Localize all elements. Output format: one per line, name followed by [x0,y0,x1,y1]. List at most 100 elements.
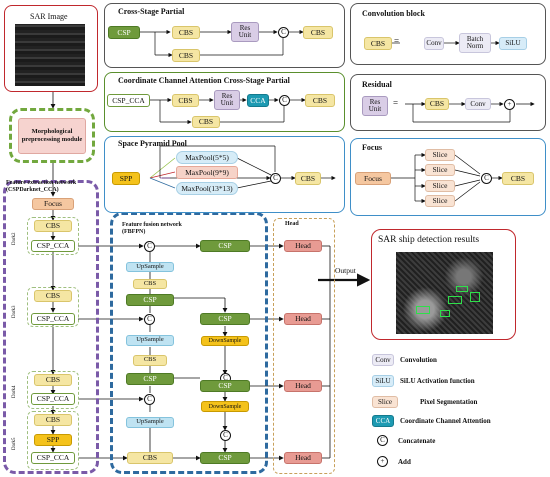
backbone-focus: Focus [32,198,74,210]
residual-cbs: CBS [425,98,449,110]
neck-concat-5: C [220,430,231,441]
spp-panel [104,136,345,213]
detection-box [470,292,480,302]
detection-box [456,286,468,292]
cca-panel [104,72,345,132]
legend-tag-silu: SiLU [372,375,394,387]
bn-line2: Norm [466,42,484,50]
legend-text-slice: Pixel Segmentation [420,398,478,406]
csp-panel [104,3,345,68]
conv-block-title: Convolution block [362,9,425,18]
residual-res-line2: Unit [368,105,382,113]
legend-text-cca: Coordinate Channel Attention [400,417,491,425]
residual-res-line1: Res [369,98,381,106]
morph-line2: preprocessing module [21,136,83,143]
conv-block-conv: Conv [424,37,444,50]
residual-title: Residual [362,80,392,89]
head-4: Head [284,452,322,464]
morph-frame [9,108,95,163]
neck-cbs-2: CBS [133,355,167,366]
cca-res-line1: Res [221,92,233,100]
neck-csp-1: CSP [126,294,174,306]
cca-panel-title: Coordinate Channel Attention Cross-Stage… [118,76,290,85]
cca-panel-cca: CCA [247,94,269,107]
focus-panel-focus: Focus [355,172,391,185]
spp-panel-cbs: CBS [295,172,321,185]
spp-panel-title: Space Pyramid Pool [118,139,187,148]
spp-panel-concat: C [270,173,281,184]
focus-panel-cbs: CBS [502,172,534,185]
residual-conv: Conv [465,98,491,110]
head-1: Head [284,240,322,252]
cca-panel-cbs-out: CBS [305,94,335,107]
legend-text-add: Add [398,458,411,466]
legend-concat-symbol: C [377,435,388,446]
spp-panel-maxpool-13: MaxPool(13*13) [176,182,238,195]
result-panel [371,229,516,340]
focus-panel-slice-4: Slice [425,195,455,207]
conv-block-eq: = [394,36,400,46]
neck-downsample-1: DownSample [201,336,249,346]
csp-res-line1: Res [239,24,251,32]
dark2-cbs: CBS [34,220,72,232]
morph-module: Morphological preprocessing module [18,118,86,154]
sar-input-image [15,24,85,86]
legend-tag-conv: Conv [372,354,394,366]
sar-input-title: SAR Image [30,12,68,21]
legend-tag-cca: CCA [372,415,394,427]
focus-panel-title: Focus [362,143,382,152]
label-dark3: Dark3 [12,305,17,319]
neck-cbs-1: CBS [133,279,167,289]
legend-add-symbol: + [377,456,388,467]
neck-title-line2: (FBFPN) [122,229,146,235]
spp-panel-maxpool-9: MaxPool(9*9) [176,166,238,179]
conv-block-panel [350,3,546,65]
head-title: Head [285,221,299,227]
backbone-frame [3,180,99,474]
dark3-cbs: CBS [34,290,72,302]
stage-dark4 [27,371,79,409]
neck-csp-bottom: CSP [200,452,250,464]
detection-box [448,296,462,304]
neck-concat-4: C [144,394,155,405]
neck-upsample-1: UpSample [126,262,174,272]
neck-upsample-2: UpSample [126,335,174,346]
label-dark2: Dark2 [12,232,17,246]
neck-csp-low: CSP [200,380,250,392]
conv-block-bn: Batch Norm [459,33,491,53]
csp-res-line2: Unit [238,31,252,39]
backbone-title-line1: Feature extraction network [6,180,77,186]
detection-box [416,306,430,314]
csp-panel-cbs-2: CBS [172,49,200,62]
cca-panel-concat: C [279,95,290,106]
neck-concat-2: C [144,314,155,325]
neck-csp-mid: CSP [200,313,250,325]
output-label: Output [335,266,356,275]
focus-panel-concat: C [481,173,492,184]
cca-res-line2: Unit [220,99,234,107]
legend-text-conv: Convolution [400,356,437,364]
legend-tag-slice: Slice [372,396,398,408]
dark5-spp: SPP [34,434,72,446]
conv-block-cbs: CBS [364,37,392,50]
csp-panel-cbs-1: CBS [172,26,200,39]
spp-panel-maxpool-5: MaxPool(5*5) [176,151,238,164]
spp-panel-spp: SPP [112,172,140,185]
dark2-csp-cca: CSP_CCA [31,240,75,252]
neck-csp-2: CSP [126,373,174,385]
csp-panel-csp: CSP [108,26,140,39]
neck-csp-top: CSP [200,240,250,252]
residual-eq: = [393,98,399,108]
neck-downsample-2: DownSample [201,401,249,412]
sar-input-panel [4,5,98,92]
conv-block-silu: SiLU [499,37,527,50]
csp-panel-cbs-out: CBS [303,26,333,39]
stage-dark2 [27,217,79,255]
stage-dark5 [27,411,79,470]
head-2: Head [284,313,322,325]
cca-panel-cbs-2: CBS [192,116,220,128]
residual-panel [350,74,546,131]
csp-panel-title: Cross-Stage Partial [118,7,185,16]
dark5-csp-cca: CSP_CCA [31,452,75,464]
residual-add: + [504,99,515,110]
